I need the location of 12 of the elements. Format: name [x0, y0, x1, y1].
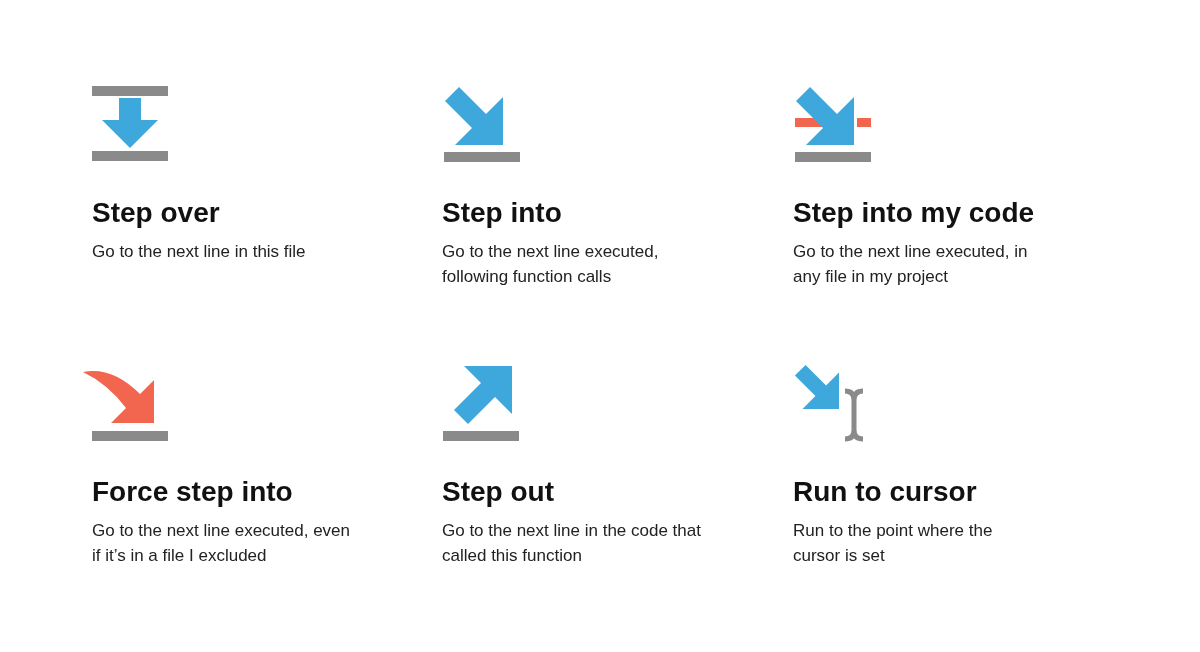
heading: Step into my code: [793, 196, 1035, 230]
heading: Step into: [442, 196, 562, 230]
heading: Step out: [442, 475, 554, 509]
description: Go to the next line executed, in any file in my project: [793, 241, 1029, 288]
description: Go to the next line in the code that called this function: [442, 520, 702, 567]
description: Go to the next line executed, even if it’s in a file I excluded: [92, 520, 351, 567]
description: Go to the next line in this file: [92, 241, 307, 263]
heading: Run to cursor: [793, 475, 977, 509]
heading: Step over: [92, 196, 220, 230]
description: Run to the point where the cursor is set: [793, 520, 994, 567]
heading: Force step into: [92, 475, 293, 509]
description: Go to the next line executed, following function calls: [442, 241, 660, 288]
